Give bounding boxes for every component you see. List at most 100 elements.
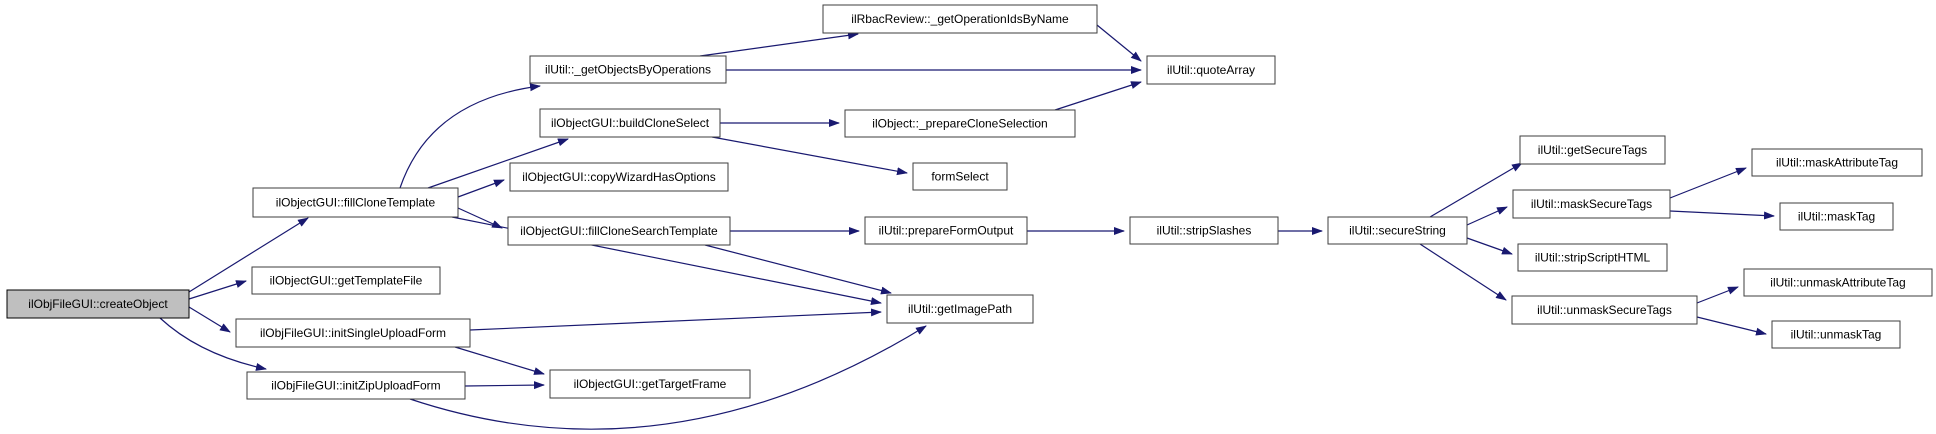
node-box-unmask-secure-tags[interactable]: [1511, 295, 1698, 325]
node-box-get-secure-tags[interactable]: [1519, 135, 1666, 165]
edge-mask-secure-tags-to-mask-attribute-tag: [1669, 167, 1747, 199]
node-box-unmask-tag[interactable]: [1771, 320, 1901, 349]
edge-create-object-to-get-template-file: [188, 280, 247, 300]
node-box-secure-string[interactable]: [1327, 216, 1468, 245]
node-label-quote-array: ilUtil::quoteArray: [1167, 63, 1255, 77]
node-box-copy-wizard-has-options[interactable]: [509, 162, 729, 192]
node-secure-string[interactable]: ilUtil::secureString: [1327, 216, 1468, 245]
node-mask-attribute-tag[interactable]: ilUtil::maskAttributeTag: [1751, 148, 1923, 177]
node-unmask-attribute-tag[interactable]: ilUtil::unmaskAttributeTag: [1743, 268, 1933, 297]
edge-create-object-to-init-single-upload-form: [188, 306, 231, 333]
node-strip-script-html[interactable]: ilUtil::stripScriptHTML: [1517, 243, 1668, 272]
node-label-unmask-secure-tags: ilUtil::unmaskSecureTags: [1537, 303, 1672, 317]
node-box-strip-slashes[interactable]: [1129, 216, 1279, 245]
edge-init-single-upload-form-to-get-image-path: [469, 308, 882, 331]
node-mask-tag[interactable]: ilUtil::maskTag: [1779, 202, 1894, 231]
edge-fill-clone-template-to-fill-clone-search-template: [457, 207, 503, 229]
node-get-operation-ids-by-name[interactable]: ilRbacReview::_getOperationIdsByName: [822, 4, 1098, 34]
edge-unmask-secure-tags-to-unmask-attribute-tag: [1696, 286, 1739, 304]
node-strip-slashes[interactable]: ilUtil::stripSlashes: [1129, 216, 1279, 245]
node-label-get-operation-ids-by-name: ilRbacReview::_getOperationIdsByName: [851, 12, 1069, 26]
node-box-get-target-frame[interactable]: [549, 369, 751, 399]
node-box-get-template-file[interactable]: [251, 266, 441, 295]
node-box-quote-array[interactable]: [1146, 55, 1276, 85]
edge-init-zip-upload-form-to-get-target-frame: [464, 381, 545, 390]
node-box-prepare-form-output[interactable]: [864, 216, 1028, 245]
node-label-get-target-frame: ilObjectGUI::getTargetFrame: [574, 377, 727, 391]
node-get-objects-by-operations[interactable]: ilUtil::_getObjectsByOperations: [529, 55, 727, 84]
node-box-strip-script-html[interactable]: [1517, 243, 1668, 272]
node-form-select[interactable]: formSelect: [912, 162, 1008, 191]
edge-unmask-secure-tags-to-unmask-tag: [1696, 316, 1767, 336]
node-box-create-object: [6, 289, 190, 319]
node-box-prepare-clone-selection[interactable]: [844, 109, 1076, 138]
edge-secure-string-to-mask-secure-tags: [1466, 206, 1508, 226]
node-init-zip-upload-form[interactable]: ilObjFileGUI::initZipUploadForm: [246, 371, 466, 400]
node-box-fill-clone-search-template[interactable]: [507, 216, 731, 246]
node-unmask-tag[interactable]: ilUtil::unmaskTag: [1771, 320, 1901, 349]
node-label-mask-secure-tags: ilUtil::maskSecureTags: [1531, 197, 1652, 211]
node-box-fill-clone-template[interactable]: [252, 187, 459, 218]
edge-init-single-upload-form-to-get-target-frame: [454, 346, 545, 375]
node-box-get-operation-ids-by-name[interactable]: [822, 4, 1098, 34]
node-box-init-single-upload-form[interactable]: [235, 318, 471, 348]
node-box-mask-tag[interactable]: [1779, 202, 1894, 231]
node-label-form-select: formSelect: [931, 170, 989, 184]
node-box-init-zip-upload-form[interactable]: [246, 371, 466, 400]
edge-secure-string-to-strip-script-html: [1466, 237, 1513, 255]
node-label-get-template-file: ilObjectGUI::getTemplateFile: [270, 274, 423, 288]
edge-get-objects-by-operations-to-get-operation-ids-by-name: [699, 31, 859, 57]
node-label-strip-slashes: ilUtil::stripSlashes: [1157, 224, 1252, 238]
node-box-mask-secure-tags[interactable]: [1512, 189, 1671, 219]
edge-fill-clone-search-template-to-get-image-path: [704, 244, 892, 295]
node-label-init-single-upload-form: ilObjFileGUI::initSingleUploadForm: [260, 326, 446, 340]
node-create-object: ilObjFileGUI::createObject: [6, 289, 190, 319]
node-label-fill-clone-template: ilObjectGUI::fillCloneTemplate: [276, 196, 436, 210]
node-mask-secure-tags[interactable]: ilUtil::maskSecureTags: [1512, 189, 1671, 219]
node-label-unmask-attribute-tag: ilUtil::unmaskAttributeTag: [1770, 276, 1905, 290]
node-get-target-frame[interactable]: ilObjectGUI::getTargetFrame: [549, 369, 751, 399]
node-fill-clone-template[interactable]: ilObjectGUI::fillCloneTemplate: [252, 187, 459, 218]
edge-build-clone-select-to-form-select: [711, 136, 908, 176]
node-get-template-file[interactable]: ilObjectGUI::getTemplateFile: [251, 266, 441, 295]
node-build-clone-select[interactable]: ilObjectGUI::buildCloneSelect: [539, 108, 721, 138]
node-label-init-zip-upload-form: ilObjFileGUI::initZipUploadForm: [271, 379, 440, 393]
node-get-image-path[interactable]: ilUtil::getImagePath: [886, 294, 1034, 324]
node-label-fill-clone-search-template: ilObjectGUI::fillCloneSearchTemplate: [520, 224, 718, 238]
node-quote-array[interactable]: ilUtil::quoteArray: [1146, 55, 1276, 85]
node-label-get-objects-by-operations: ilUtil::_getObjectsByOperations: [545, 63, 711, 77]
edge-prepare-clone-selection-to-quote-array: [1054, 81, 1142, 111]
node-copy-wizard-has-options[interactable]: ilObjectGUI::copyWizardHasOptions: [509, 162, 729, 192]
edge-get-operation-ids-by-name-to-quote-array: [1096, 24, 1142, 62]
node-label-mask-attribute-tag: ilUtil::maskAttributeTag: [1776, 156, 1898, 170]
node-prepare-clone-selection[interactable]: ilObject::_prepareCloneSelection: [844, 109, 1076, 138]
node-label-prepare-form-output: ilUtil::prepareFormOutput: [879, 224, 1014, 238]
node-fill-clone-search-template[interactable]: ilObjectGUI::fillCloneSearchTemplate: [507, 216, 731, 246]
edges-layer: [159, 24, 1775, 430]
node-label-mask-tag: ilUtil::maskTag: [1798, 210, 1875, 224]
node-label-prepare-clone-selection: ilObject::_prepareCloneSelection: [872, 117, 1047, 131]
node-box-get-image-path[interactable]: [886, 294, 1034, 324]
edge-create-object-to-fill-clone-template: [188, 217, 309, 293]
edge-fill-clone-template-to-copy-wizard-has-options: [457, 179, 505, 198]
node-box-build-clone-select[interactable]: [539, 108, 721, 138]
edge-create-object-to-init-zip-upload-form: [159, 317, 267, 371]
node-label-build-clone-select: ilObjectGUI::buildCloneSelect: [551, 116, 710, 130]
node-box-mask-attribute-tag[interactable]: [1751, 148, 1923, 177]
node-box-get-objects-by-operations[interactable]: [529, 55, 727, 84]
node-label-strip-script-html: ilUtil::stripScriptHTML: [1535, 251, 1651, 265]
node-unmask-secure-tags[interactable]: ilUtil::unmaskSecureTags: [1511, 295, 1698, 325]
node-label-secure-string: ilUtil::secureString: [1349, 224, 1446, 238]
edge-init-zip-upload-form-to-get-image-path: [409, 325, 927, 430]
node-label-create-object: ilObjFileGUI::createObject: [28, 297, 168, 311]
node-init-single-upload-form[interactable]: ilObjFileGUI::initSingleUploadForm: [235, 318, 471, 348]
node-box-form-select[interactable]: [912, 162, 1008, 191]
node-prepare-form-output[interactable]: ilUtil::prepareFormOutput: [864, 216, 1028, 245]
node-box-unmask-attribute-tag[interactable]: [1743, 268, 1933, 297]
edge-fill-clone-template-to-build-clone-select: [427, 138, 569, 189]
edge-mask-secure-tags-to-mask-tag: [1669, 210, 1775, 220]
node-get-secure-tags[interactable]: ilUtil::getSecureTags: [1519, 135, 1666, 165]
node-label-copy-wizard-has-options: ilObjectGUI::copyWizardHasOptions: [522, 170, 715, 184]
